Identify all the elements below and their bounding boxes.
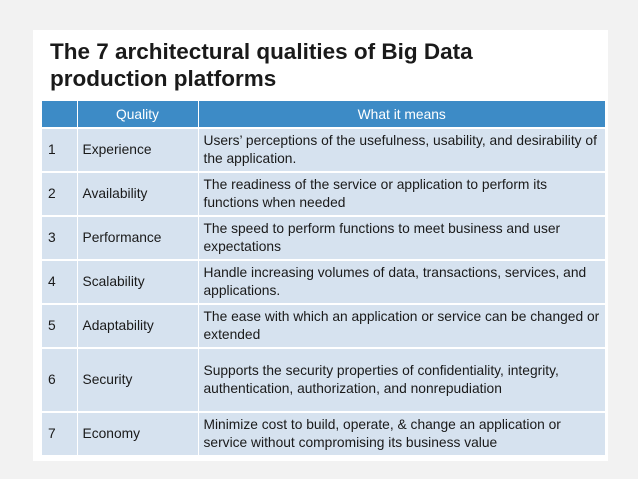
- slide-title-line-2: production platforms: [50, 66, 277, 91]
- slide-title-line-1: The 7 architectural qualities of Big Dat…: [50, 39, 473, 64]
- row-meaning: Supports the security properties of conf…: [198, 347, 605, 412]
- header-number: [42, 101, 78, 128]
- row-number: 4: [42, 259, 78, 304]
- table-row: 4 Scalability Handle increasing volumes …: [42, 259, 605, 304]
- row-number: 3: [42, 215, 78, 260]
- table-row: 6 Security Supports the security propert…: [42, 347, 605, 412]
- row-number: 2: [42, 171, 78, 216]
- table-header-row: Quality What it means: [42, 101, 605, 128]
- row-quality: Performance: [77, 215, 199, 260]
- header-quality: Quality: [77, 101, 199, 128]
- qualities-table: Quality What it means 1 Experience Users…: [42, 101, 605, 455]
- row-meaning: The speed to perform functions to meet b…: [198, 215, 605, 260]
- table-row: 5 Adaptability The ease with which an ap…: [42, 303, 605, 348]
- row-number: 1: [42, 127, 78, 172]
- row-number: 5: [42, 303, 78, 348]
- row-number: 7: [42, 411, 78, 455]
- row-meaning: Minimize cost to build, operate, & chang…: [198, 411, 605, 455]
- table-row: 3 Performance The speed to perform funct…: [42, 215, 605, 260]
- row-meaning: Handle increasing volumes of data, trans…: [198, 259, 605, 304]
- row-meaning: The ease with which an application or se…: [198, 303, 605, 348]
- slide-title: The 7 architectural qualities of Big Dat…: [50, 38, 590, 92]
- row-quality: Security: [77, 347, 199, 412]
- row-meaning: The readiness of the service or applicat…: [198, 171, 605, 216]
- header-what-it-means: What it means: [198, 101, 605, 128]
- row-quality: Adaptability: [77, 303, 199, 348]
- slide: The 7 architectural qualities of Big Dat…: [33, 30, 608, 461]
- row-number: 6: [42, 347, 78, 412]
- row-quality: Economy: [77, 411, 199, 455]
- row-quality: Availability: [77, 171, 199, 216]
- row-quality: Experience: [77, 127, 199, 172]
- table-row: 1 Experience Users’ perceptions of the u…: [42, 127, 605, 172]
- row-meaning: Users’ perceptions of the usefulness, us…: [198, 127, 605, 172]
- table-row: 7 Economy Minimize cost to build, operat…: [42, 411, 605, 455]
- row-quality: Scalability: [77, 259, 199, 304]
- table-row: 2 Availability The readiness of the serv…: [42, 171, 605, 216]
